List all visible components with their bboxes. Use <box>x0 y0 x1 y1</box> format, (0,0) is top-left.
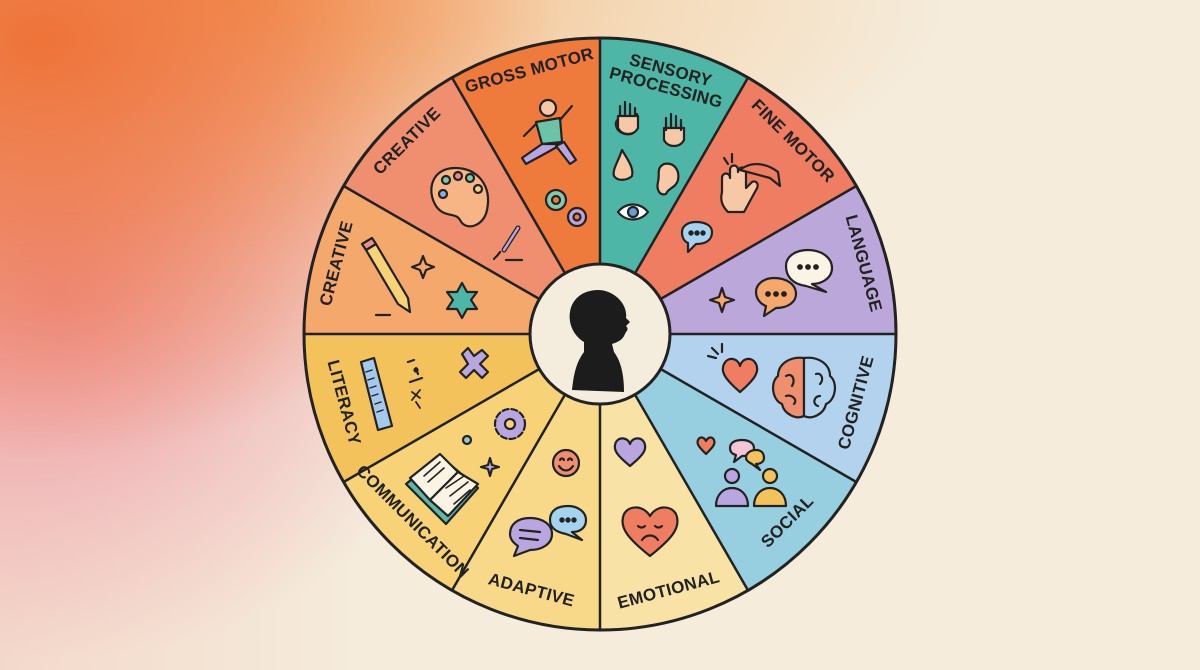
heart-icon <box>696 436 716 456</box>
chat-bubbles-icon <box>728 438 766 472</box>
nose-icon <box>612 148 634 181</box>
gear-icon <box>493 407 527 441</box>
sparkle-icon <box>479 456 501 478</box>
hand-icon <box>662 112 686 148</box>
dot-icon <box>461 434 473 446</box>
pinching-hand-icon <box>720 152 782 214</box>
segment-divider <box>659 184 857 301</box>
math-symbols-icon <box>406 358 424 409</box>
paintbrush-icon <box>492 225 524 262</box>
segment-divider <box>450 393 567 591</box>
segment-divider <box>633 393 750 591</box>
sad-heart-icon <box>621 506 679 558</box>
segment-divider <box>343 184 541 301</box>
segment-creative <box>304 186 600 334</box>
hand-icon <box>614 100 640 136</box>
wheel-outline <box>302 36 898 632</box>
paint-palette-icon <box>430 166 490 228</box>
segment-divider <box>633 77 750 275</box>
segment-gross-motor <box>452 38 600 334</box>
smiley-icon <box>551 448 581 478</box>
star-icon <box>445 281 479 320</box>
heart-icon <box>721 357 759 394</box>
heart-icon <box>613 437 647 468</box>
two-people-icon <box>714 467 788 508</box>
gears-icon <box>544 188 588 228</box>
eye-icon <box>616 203 650 221</box>
running-child-icon <box>520 98 578 166</box>
segment-communication <box>343 334 600 591</box>
plus-icon <box>458 346 490 380</box>
open-book-icon <box>404 452 480 526</box>
segment-divider <box>659 367 857 484</box>
segment-divider <box>343 367 541 484</box>
spark-lines-icon <box>706 342 724 360</box>
ruler-icon <box>359 356 394 432</box>
segment-language <box>600 186 896 334</box>
chat-bubbles-icon <box>508 504 588 558</box>
segment-divider <box>450 77 567 275</box>
brain-icon <box>772 356 836 419</box>
sparkle-icon <box>708 286 736 314</box>
segment-social <box>600 334 857 591</box>
segment-emotional <box>600 334 748 630</box>
speech-bubble-icon <box>680 220 714 254</box>
segment-adaptive <box>452 334 600 630</box>
ear-icon <box>656 162 680 196</box>
speech-bubbles-icon <box>754 248 834 318</box>
sparkle-icon <box>410 254 436 280</box>
child-silhouette-icon <box>569 290 630 392</box>
pencil-icon <box>360 236 412 317</box>
